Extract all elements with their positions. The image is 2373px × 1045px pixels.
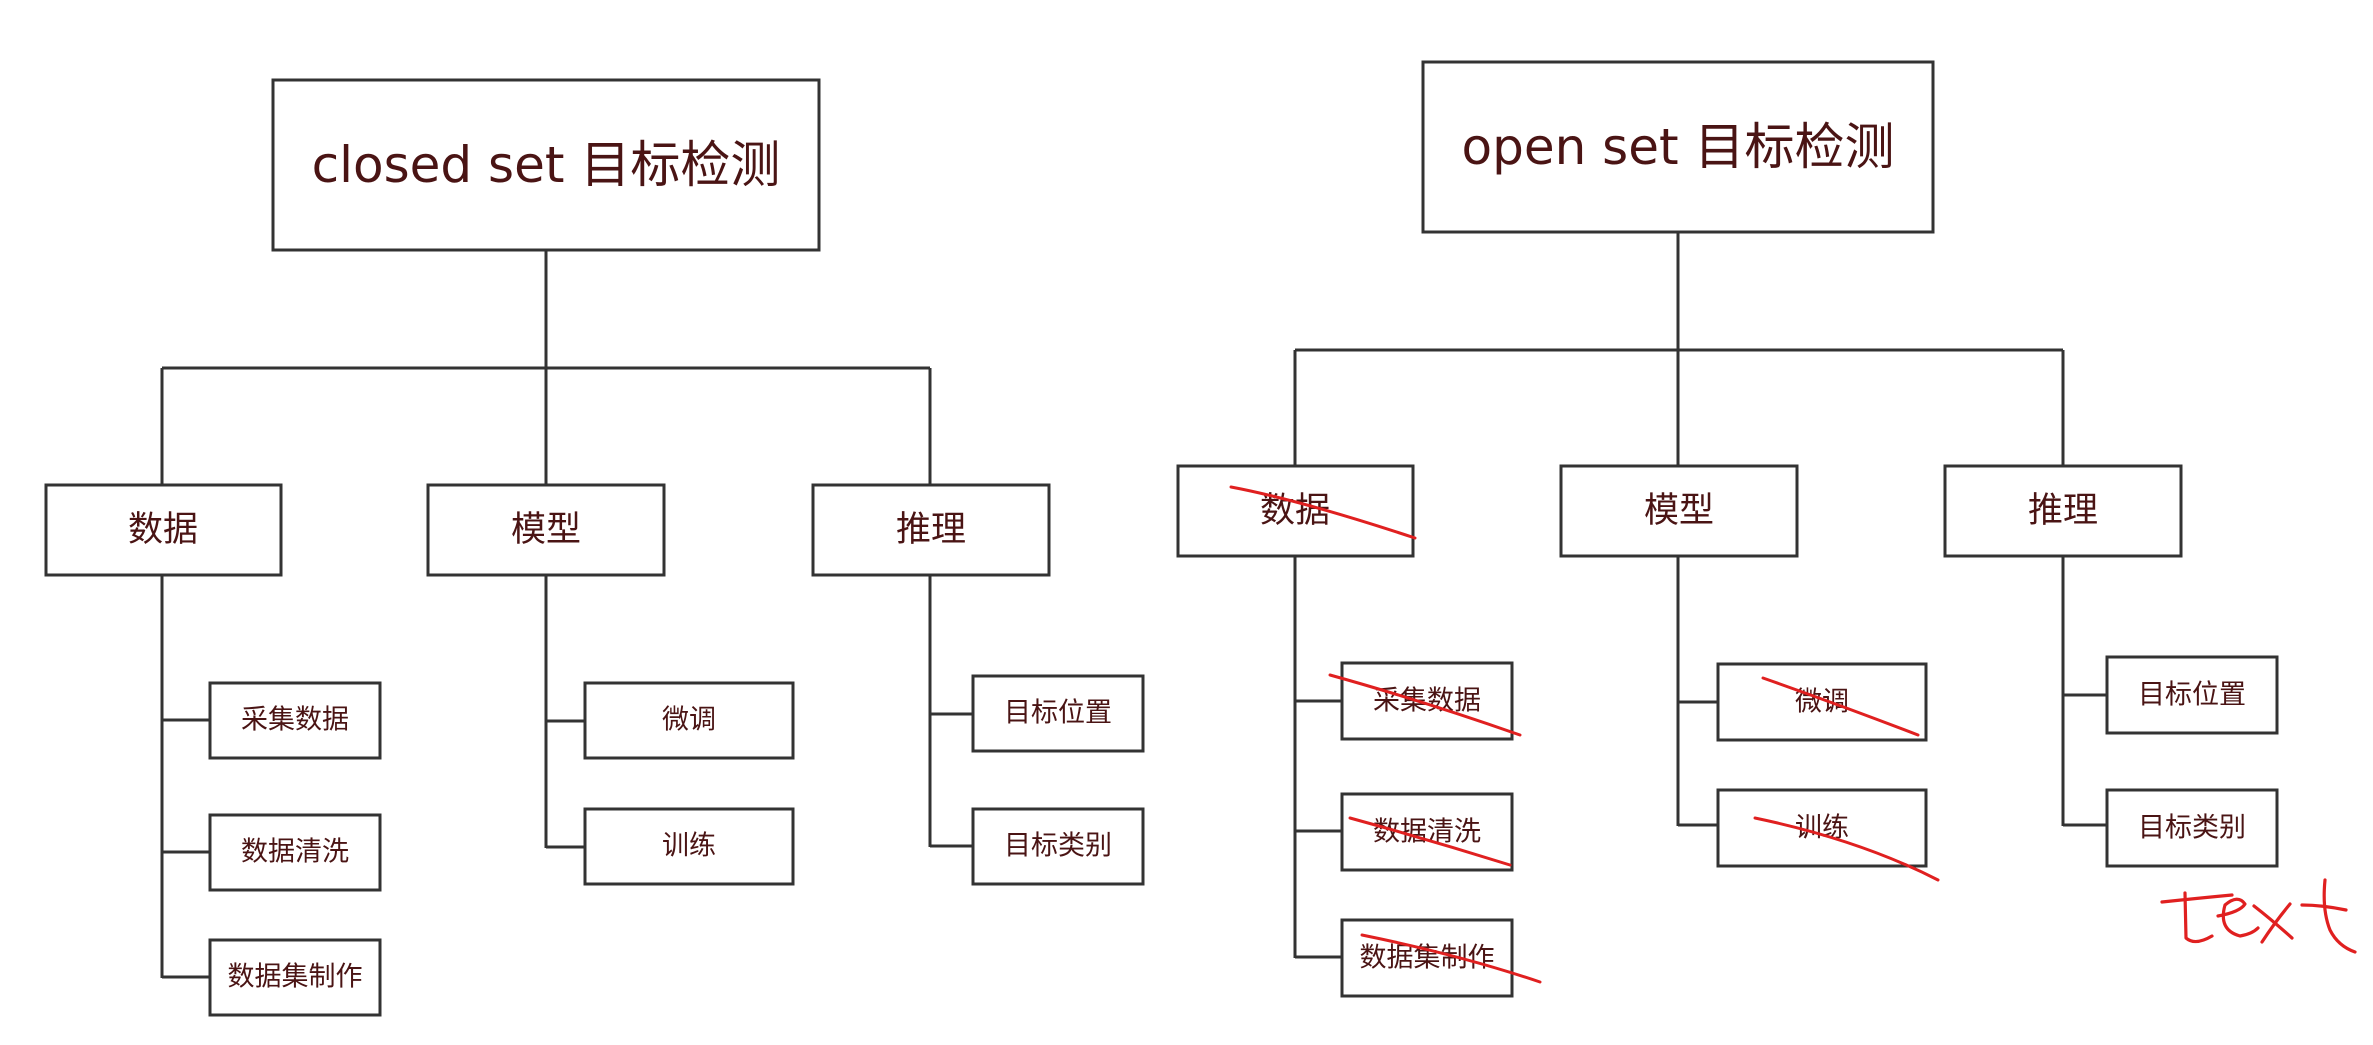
leaf-label: 数据集制作 <box>1360 943 1495 974</box>
handwritten-text-annotation <box>2160 878 2357 954</box>
open-set-category-model: 模型 <box>1559 464 1799 558</box>
leaf-label: 目标位置 <box>2138 680 2246 711</box>
open-set-leaf-clean-data: 数据清洗 <box>1340 792 1514 872</box>
leaf-label: 目标类别 <box>1004 831 1112 862</box>
strikethrough-mark <box>1229 485 1417 540</box>
strikethrough-mark <box>1360 933 1542 984</box>
leaf-label: 数据集制作 <box>228 962 363 993</box>
leaf-label: 采集数据 <box>1373 686 1481 717</box>
open-set-leaf-train: 训练 <box>1716 788 1940 882</box>
category-label: 推理 <box>2028 491 2098 531</box>
closed-set-leaf-train: 训练 <box>583 807 795 886</box>
closed-set-root-node: closed set 目标检测 <box>271 78 821 252</box>
strikethrough-mark <box>1328 673 1522 737</box>
leaf-label: 训练 <box>1795 813 1849 844</box>
closed-set-leaf-clean-data: 数据清洗 <box>208 813 382 892</box>
category-label: 推理 <box>896 510 966 550</box>
leaf-label: 采集数据 <box>241 705 349 736</box>
strikethrough-mark <box>1348 816 1512 867</box>
closed-set-leaf-target-class: 目标类别 <box>971 807 1145 886</box>
open-set-leaf-finetune: 微调 <box>1716 662 1928 742</box>
closed-set-leaf-collect-data: 采集数据 <box>208 681 382 760</box>
closed-set-tree: closed set 目标检测 数据 模型 推理 采集数据 数据清洗 数据集制作 <box>44 78 1145 1017</box>
open-set-leaf-dataset-making: 数据集制作 <box>1340 918 1542 998</box>
open-set-root-node: open set 目标检测 <box>1421 60 1935 234</box>
closed-set-leaf-dataset-making: 数据集制作 <box>208 938 382 1017</box>
open-set-title: open set 目标检测 <box>1462 118 1895 176</box>
leaf-label: 训练 <box>662 831 716 862</box>
closed-set-connectors <box>160 250 973 979</box>
open-set-leaf-collect-data: 采集数据 <box>1328 661 1522 741</box>
closed-set-category-model: 模型 <box>426 483 666 577</box>
closed-set-category-data: 数据 <box>44 483 283 577</box>
closed-set-category-inference: 推理 <box>811 483 1051 577</box>
open-set-category-data: 数据 <box>1176 464 1417 558</box>
leaf-label: 微调 <box>662 705 716 736</box>
leaf-label: 数据清洗 <box>1373 817 1481 848</box>
leaf-label: 目标类别 <box>2138 813 2246 844</box>
category-label: 模型 <box>511 510 581 550</box>
leaf-label: 目标位置 <box>1004 698 1112 729</box>
strikethrough-mark <box>1753 816 1940 882</box>
category-label: 数据 <box>1260 491 1330 531</box>
closed-set-title: closed set 目标检测 <box>312 136 781 194</box>
category-label: 模型 <box>1644 491 1714 531</box>
open-set-connectors <box>1293 232 2107 959</box>
strikethrough-mark <box>1761 676 1920 737</box>
open-set-tree: open set 目标检测 数据 模型 推理 采集数据 数据清洗 数据集制作 <box>1176 60 2279 998</box>
open-set-leaf-target-position: 目标位置 <box>2105 655 2279 735</box>
open-set-leaf-target-class: 目标类别 <box>2105 788 2279 868</box>
open-set-category-inference: 推理 <box>1943 464 2183 558</box>
closed-set-leaf-finetune: 微调 <box>583 681 795 760</box>
closed-set-leaf-target-position: 目标位置 <box>971 674 1145 753</box>
category-label: 数据 <box>128 510 198 550</box>
leaf-label: 数据清洗 <box>241 837 349 868</box>
